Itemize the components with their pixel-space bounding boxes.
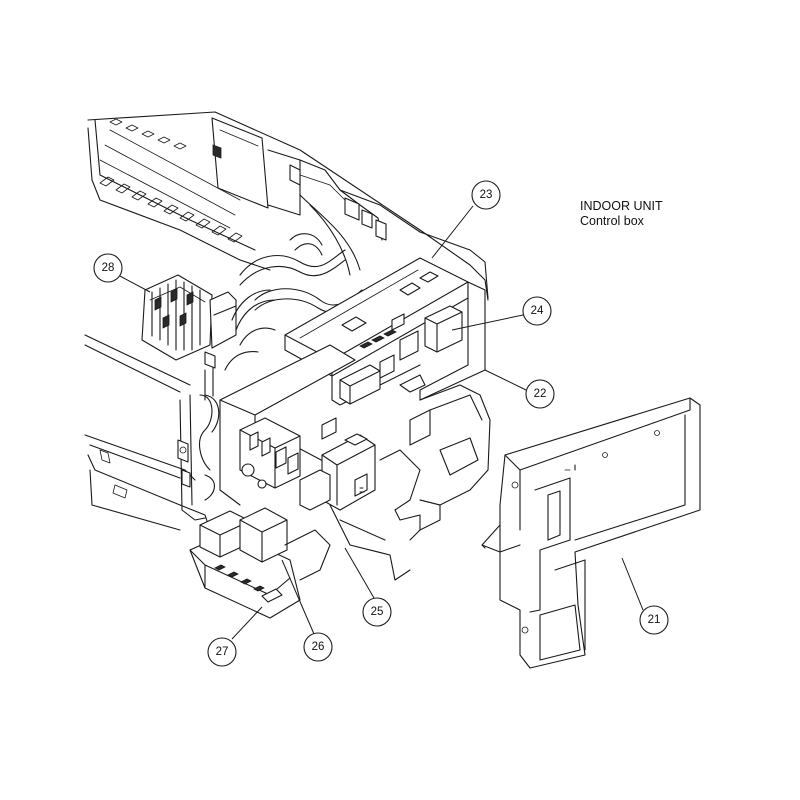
indoor-unit-chassis (84, 111, 489, 531)
leader-28 (117, 274, 151, 293)
callout-21-label: 21 (648, 614, 661, 626)
callout-28-label: 28 (102, 262, 115, 274)
callout-24-label: 24 (531, 305, 544, 317)
leader-25 (344, 547, 375, 599)
callout-22: 22 (525, 379, 555, 409)
part-21-bracket (481, 397, 701, 669)
callout-22-label: 22 (534, 388, 547, 400)
caption-subtitle: Control box (580, 214, 644, 228)
part-28-coil (141, 274, 237, 361)
callout-26: 26 (303, 632, 333, 662)
drain-pan-housing (379, 384, 491, 541)
callout-27-label: 27 (216, 646, 229, 658)
leader-24 (451, 314, 524, 331)
leader-23 (431, 205, 474, 259)
callout-28: 28 (93, 253, 123, 283)
grille-slots (99, 118, 243, 243)
leader-21 (621, 557, 644, 611)
leader-27 (231, 606, 263, 640)
callout-21: 21 (639, 605, 669, 635)
callout-25-label: 25 (371, 606, 384, 618)
callout-27: 27 (207, 637, 237, 667)
leader-22 (484, 369, 527, 391)
wire-bundle (204, 233, 363, 401)
callout-23-label: 23 (480, 189, 493, 201)
callout-24: 24 (522, 296, 552, 326)
part-22-control-box (331, 281, 486, 406)
part-27-motor-bracket (189, 507, 331, 619)
control-box-lower (219, 344, 411, 581)
callout-25: 25 (362, 597, 392, 627)
leader-26 (281, 559, 315, 635)
diagram-caption: INDOOR UNIT Control box (580, 199, 663, 229)
leader-lines (117, 205, 644, 640)
callout-23: 23 (471, 180, 501, 210)
caption-title: INDOOR UNIT (580, 199, 663, 213)
callout-26-label: 26 (312, 641, 325, 653)
